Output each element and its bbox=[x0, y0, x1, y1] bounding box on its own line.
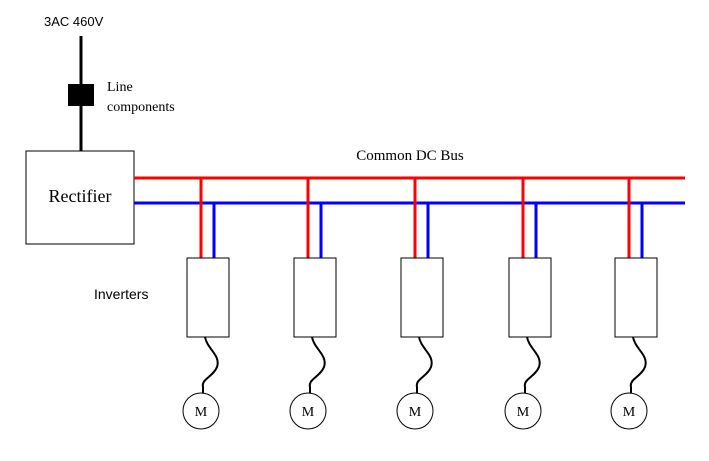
inverter-branch: M bbox=[182, 178, 230, 430]
motor-label: M bbox=[195, 405, 208, 420]
inverter-branch: M bbox=[610, 178, 658, 430]
motor-circle bbox=[182, 392, 220, 430]
inverter-branch: M bbox=[289, 178, 337, 430]
inverter-box bbox=[508, 257, 552, 338]
line-components-block bbox=[68, 84, 94, 106]
line-components-label-2: components bbox=[107, 100, 175, 115]
inverters-label: Inverters bbox=[94, 286, 148, 302]
bus-label: Common DC Bus bbox=[356, 148, 464, 164]
motor-circle bbox=[289, 392, 327, 430]
line-components-label-1: Line bbox=[107, 80, 133, 95]
motor-circle bbox=[504, 392, 542, 430]
supply-label: 3AC 460V bbox=[44, 14, 104, 29]
inverter-branch: M bbox=[504, 178, 552, 430]
motor-label: M bbox=[623, 405, 636, 420]
motor-cable bbox=[201, 336, 219, 393]
inverter-box bbox=[614, 257, 658, 338]
inverter-box bbox=[186, 257, 230, 338]
motor-cable bbox=[629, 336, 647, 393]
rectifier-box bbox=[25, 150, 135, 245]
motor-label: M bbox=[302, 405, 315, 420]
inverter-box bbox=[293, 257, 337, 338]
motor-label: M bbox=[409, 405, 422, 420]
inverter-box bbox=[400, 257, 444, 338]
motor-cable bbox=[523, 336, 541, 393]
motor-cable bbox=[415, 336, 433, 393]
motor-circle bbox=[396, 392, 434, 430]
motor-cable bbox=[308, 336, 326, 393]
rectifier-label: Rectifier bbox=[49, 186, 112, 206]
motor-circle bbox=[610, 392, 648, 430]
motor-label: M bbox=[517, 405, 530, 420]
inverter-branch: M bbox=[396, 178, 444, 430]
